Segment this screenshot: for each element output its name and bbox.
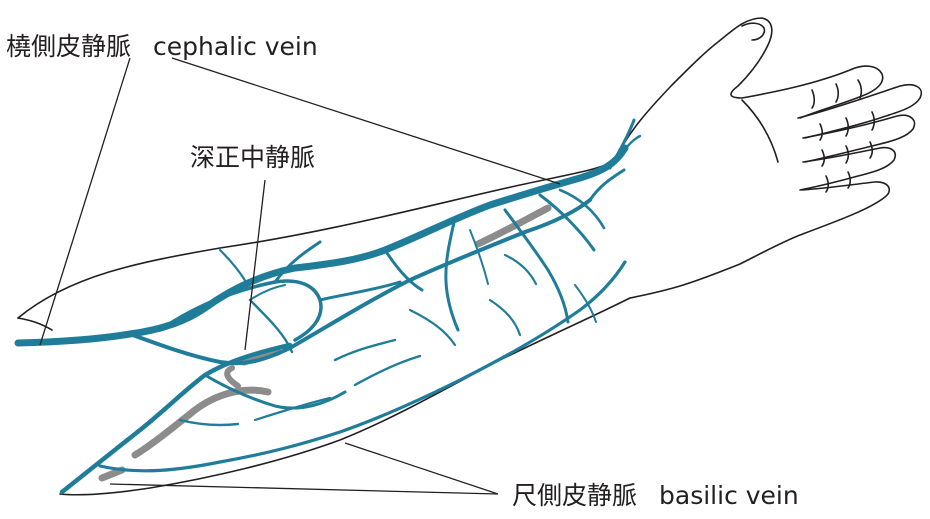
cephalic-vein-label-en: cephalic vein — [153, 32, 318, 61]
superficial-veins — [18, 120, 640, 492]
basilic-vein-label-en: basilic vein — [659, 481, 799, 510]
deep-median-vein-label-ja: 深正中静脈 — [190, 143, 315, 172]
deep-median-vein-label: 深正中静脈 — [190, 145, 315, 170]
basilic-leader-lower — [110, 484, 498, 494]
leader-lines — [40, 58, 560, 494]
cephalic-leader-to-arm — [40, 58, 130, 345]
basilic-leader-upper — [345, 443, 498, 494]
cephalic-vein-label-ja: 橈側皮静脈 — [6, 32, 131, 61]
basilic-vein-label-ja: 尺側皮静脈 — [512, 481, 637, 510]
basilic-vein-label: 尺側皮静脈 basilic vein — [512, 483, 799, 508]
median-leader — [245, 180, 265, 350]
cephalic-vein-label: 橈側皮静脈 cephalic vein — [6, 34, 318, 59]
